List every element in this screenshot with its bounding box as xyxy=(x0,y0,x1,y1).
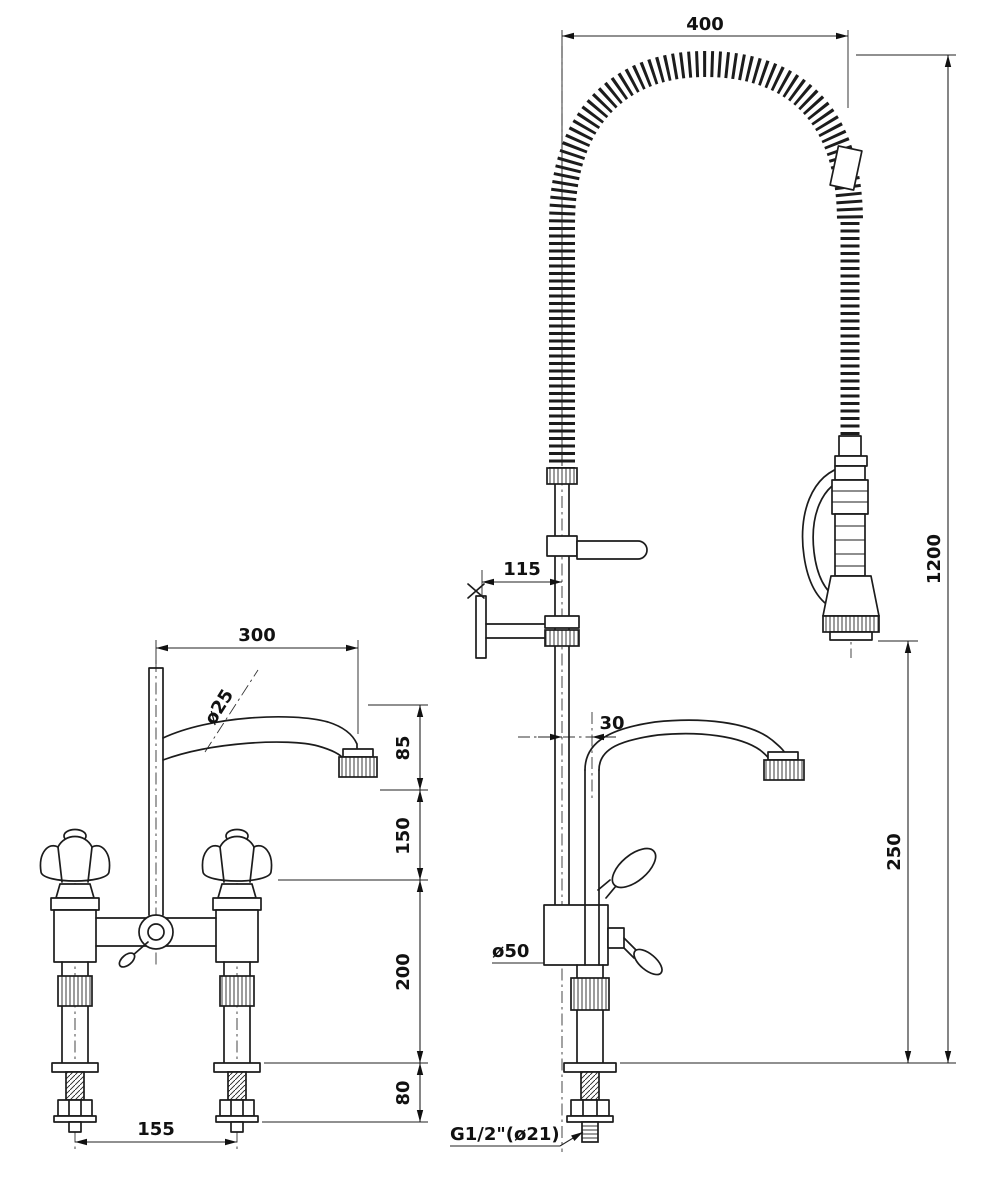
side-lever xyxy=(633,948,663,976)
thread-stub xyxy=(581,1121,599,1143)
coil-hose xyxy=(549,50,863,470)
dim-300: 300 xyxy=(238,625,276,646)
boss-lever xyxy=(118,952,136,968)
addon-spout-bottom xyxy=(598,732,771,771)
dim-115: 115 xyxy=(503,559,541,580)
aerator-neck xyxy=(342,748,374,758)
left-handle xyxy=(39,828,111,963)
cross-handle xyxy=(39,835,111,882)
bonnet xyxy=(55,883,95,899)
dim-thread: G1/2"(ø21) xyxy=(450,1124,560,1145)
handle-knob xyxy=(611,847,657,889)
dia25-leader xyxy=(204,669,259,753)
right-leg xyxy=(213,961,261,1133)
addon-spout-column xyxy=(584,769,600,906)
addon-faucet xyxy=(543,719,805,1143)
adjust-nut xyxy=(57,975,93,1007)
adjust-nut xyxy=(570,977,610,1011)
side-spigot xyxy=(607,927,625,949)
riser-pipe xyxy=(546,467,648,906)
aerator xyxy=(763,759,805,781)
bonnet xyxy=(217,883,257,899)
mounting-nut xyxy=(570,1099,610,1117)
hose-coupling xyxy=(546,467,578,485)
gun-nozzle-tip xyxy=(829,631,873,641)
gun-collar xyxy=(834,455,868,467)
cross-handle xyxy=(201,835,273,882)
left-leg xyxy=(51,961,99,1133)
dim-dia50: ø50 xyxy=(492,941,529,962)
handle-neck xyxy=(597,879,617,899)
right-view-dimensions: 400 1200 250 115 30 ø50 G1/2"(ø21) xyxy=(450,14,956,1147)
spray-gun xyxy=(801,435,880,641)
riser-collar xyxy=(546,535,578,557)
dim-150: 150 xyxy=(393,817,414,855)
threaded-shank xyxy=(227,1071,247,1101)
bracket-arm xyxy=(485,623,548,639)
valve-body xyxy=(215,909,259,963)
mounting-nut xyxy=(219,1099,255,1117)
wall-bracket xyxy=(467,583,580,659)
dim-400: 400 xyxy=(686,14,724,35)
base-flange xyxy=(51,1062,99,1073)
threaded-shank xyxy=(65,1071,85,1101)
dim-1200: 1200 xyxy=(924,534,945,584)
dim-dia25: ø25 xyxy=(201,686,239,729)
dim-155: 155 xyxy=(137,1119,175,1140)
bracket-screw-cross xyxy=(467,583,485,599)
gun-top-fitting xyxy=(838,435,862,457)
adjust-nut xyxy=(219,975,255,1007)
bridge-body xyxy=(95,914,217,968)
valve-body xyxy=(53,909,97,963)
aerator-neck xyxy=(767,751,799,761)
base-flange xyxy=(563,1062,617,1073)
base-flange xyxy=(213,1062,261,1073)
mounting-nut xyxy=(57,1099,93,1117)
washer xyxy=(215,1115,259,1123)
right-handle xyxy=(201,828,273,963)
washer xyxy=(53,1115,97,1123)
right-view: 400 1200 250 115 30 ø50 G1/2"(ø21) xyxy=(450,14,956,1152)
left-view: 300 ø25 85 150 200 80 155 xyxy=(39,625,428,1150)
swing-spout xyxy=(148,667,378,916)
gun-nozzle-flare xyxy=(822,575,880,617)
stub xyxy=(68,1121,82,1133)
gun-nozzle-ring xyxy=(822,615,880,633)
dim-30: 30 xyxy=(599,713,624,734)
dim-200: 200 xyxy=(393,953,414,991)
threaded-shank xyxy=(580,1071,600,1101)
stub xyxy=(230,1121,244,1133)
dim-250: 250 xyxy=(884,833,905,871)
dim-85: 85 xyxy=(393,735,414,760)
bracket-plate xyxy=(475,595,487,659)
dim-80: 80 xyxy=(393,1080,414,1105)
washer xyxy=(566,1115,614,1123)
riser-lever xyxy=(576,540,648,560)
aerator xyxy=(338,756,378,778)
hose-clamp xyxy=(829,145,863,191)
